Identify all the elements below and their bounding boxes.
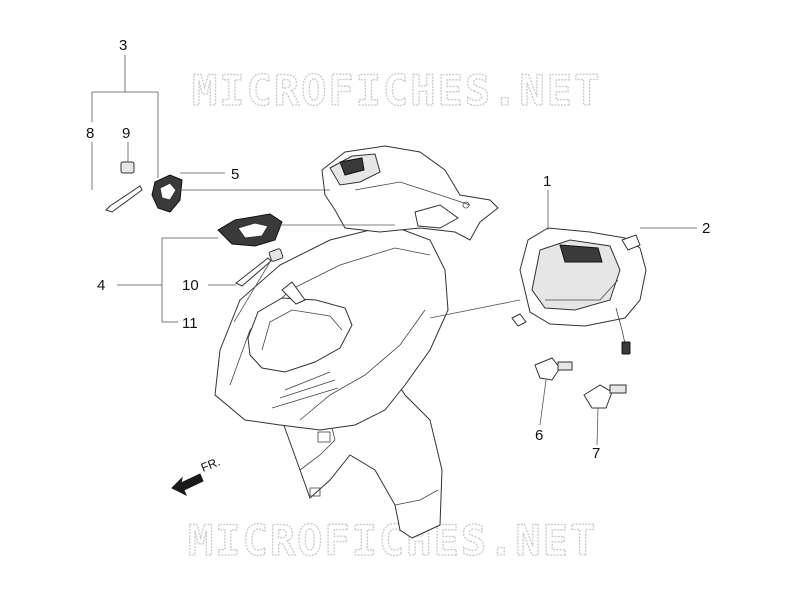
callout-11: 11	[182, 315, 198, 332]
callout-10: 10	[182, 277, 199, 294]
part-6-bulb	[534, 357, 573, 381]
watermark-bottom: MICROFICHES.NET	[188, 516, 597, 565]
part-9-bulb	[120, 161, 135, 174]
part-7-bulb	[583, 384, 627, 409]
callout-numbers: 3 8 9 5 4 10 11 1 2 6 7	[86, 37, 710, 462]
callout-4: 4	[97, 277, 105, 294]
leader-lines	[91, 55, 697, 446]
part-10-11-bulb-cable	[235, 248, 284, 287]
callout-6: 6	[535, 427, 543, 444]
part-1-headlamp	[511, 227, 647, 355]
part-8-cable	[105, 185, 143, 213]
direction-arrow-icon	[171, 473, 204, 497]
callout-5: 5	[231, 166, 239, 183]
watermark-top: MICROFICHES.NET	[192, 66, 601, 115]
part-4-lamp	[217, 213, 283, 247]
direction-label: FR.	[199, 455, 222, 475]
callout-9: 9	[122, 125, 130, 142]
front-direction-indicator: FR.	[171, 455, 222, 497]
callout-3: 3	[119, 37, 127, 54]
front-shield-assembly	[214, 145, 499, 539]
callout-2: 2	[702, 220, 710, 237]
callout-8: 8	[86, 125, 94, 142]
part-5-small-lamp	[151, 174, 183, 213]
callout-7: 7	[592, 445, 600, 462]
callout-1: 1	[543, 173, 551, 190]
